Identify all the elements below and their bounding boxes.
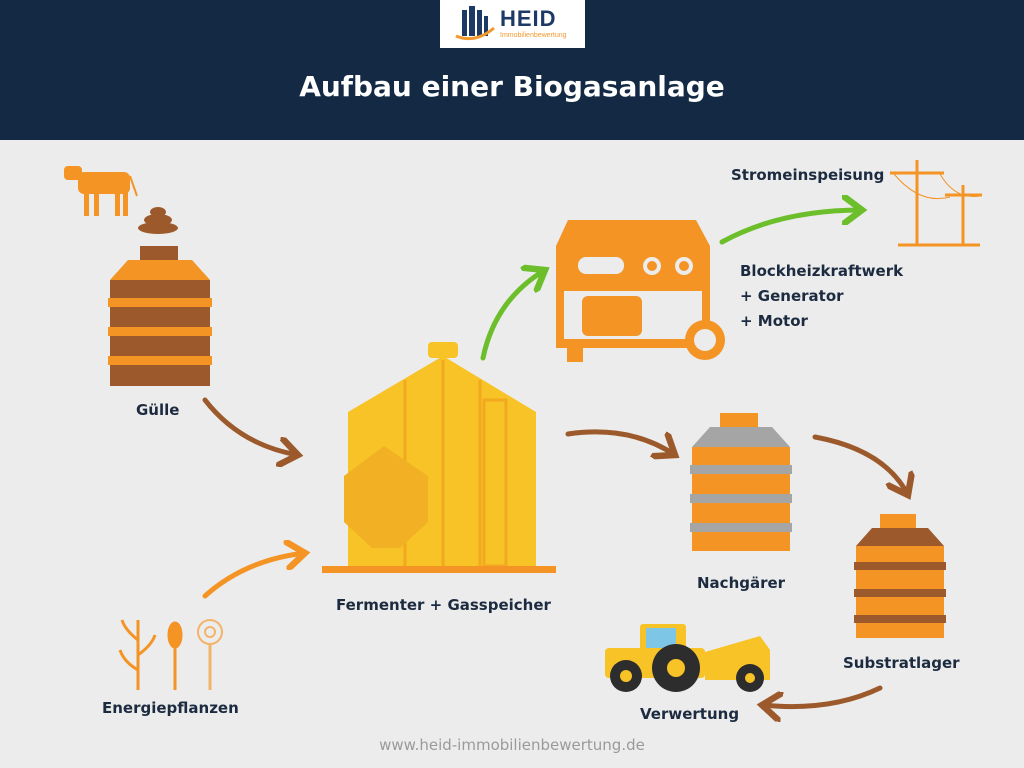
label-energiepflanzen: Energiepflanzen <box>102 699 239 717</box>
label-guelle: Gülle <box>136 401 180 419</box>
label-stromeinspeisung: Stromeinspeisung <box>731 166 885 184</box>
logo-name: HEID <box>500 6 557 31</box>
power-line-icon <box>890 160 982 247</box>
arrow-fermenter-to-bhkw <box>480 270 545 361</box>
label-fermenter: Fermenter + Gasspeicher <box>336 596 551 614</box>
arrow-substratlager-to-verwertung <box>762 685 883 707</box>
page-title: Aufbau einer Biogasanlage <box>299 70 725 103</box>
label-generator: + Generator <box>740 287 844 305</box>
label-nachgaerer: Nachgärer <box>697 574 786 592</box>
energy-plants-icon <box>118 619 223 690</box>
guelle-tank-icon <box>108 246 212 386</box>
logo-subtitle: Immobilienbewertung <box>500 32 567 39</box>
arrow-bhkw-to-grid <box>719 210 862 245</box>
substratlager-tank-icon <box>854 514 946 638</box>
label-motor: + Motor <box>740 312 808 330</box>
building-logo-icon <box>455 6 495 41</box>
arrow-plants-to-fermenter <box>202 553 305 599</box>
arrow-fermenter-to-nachgaerer <box>565 429 675 455</box>
tractor-icon <box>605 624 770 692</box>
arrow-guelle-to-fermenter <box>202 397 298 455</box>
cow-icon <box>64 166 138 216</box>
label-verwertung: Verwertung <box>640 705 740 723</box>
label-bhkw: Blockheizkraftwerk <box>740 262 904 280</box>
generator-icon <box>556 220 725 362</box>
footer-url: www.heid-immobilienbewertung.de <box>379 736 645 754</box>
fermenter-icon <box>322 342 556 573</box>
manure-icon <box>138 207 178 234</box>
logo: HEID Immobilienbewertung <box>440 0 585 48</box>
arrow-nachgaerer-to-substratlager <box>812 434 908 495</box>
nachgaerer-tank-icon <box>690 413 792 551</box>
label-substratlager: Substratlager <box>843 654 960 672</box>
